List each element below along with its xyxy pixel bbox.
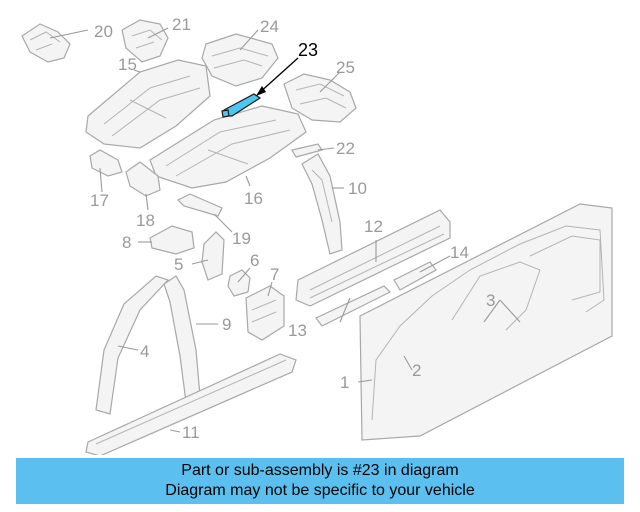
callout-12: 12 <box>364 217 383 236</box>
part-25 <box>283 73 357 123</box>
callout-21: 21 <box>172 15 191 34</box>
leader-23 <box>256 57 299 96</box>
callout-11: 11 <box>182 423 200 442</box>
banner-line-2: Diagram may not be specific to your vehi… <box>165 482 475 499</box>
callout-20: 20 <box>94 22 113 41</box>
callout-14: 14 <box>450 243 469 262</box>
callout-13: 13 <box>288 321 307 340</box>
callout-1: 1 <box>340 373 349 392</box>
callout-15: 15 <box>118 55 137 74</box>
callout-18: 18 <box>136 211 155 230</box>
callout-19: 19 <box>232 229 251 248</box>
part-13 <box>315 285 392 327</box>
callout-4: 4 <box>140 342 149 361</box>
part-18 <box>125 161 161 197</box>
part-16 <box>149 105 307 189</box>
callout-7: 7 <box>270 265 279 284</box>
parts-diagram: 20 21 24 23 15 25 22 17 16 10 18 12 19 8… <box>21 15 613 455</box>
callout-5: 5 <box>174 255 183 274</box>
part-6 <box>227 269 251 297</box>
callout-8: 8 <box>122 233 131 252</box>
part-4 <box>95 275 170 415</box>
part-12 <box>295 209 451 307</box>
part-20 <box>21 23 71 63</box>
part-21 <box>121 19 169 63</box>
part-1-panel <box>359 203 613 441</box>
part-8 <box>149 225 195 255</box>
part-10 <box>301 153 343 255</box>
part-15 <box>85 59 211 149</box>
callout-24: 24 <box>260 17 279 36</box>
callout-9: 9 <box>222 315 231 334</box>
part-17 <box>89 149 123 177</box>
callout-23[interactable]: 23 <box>298 40 318 60</box>
callout-2: 2 <box>412 361 421 380</box>
part-5 <box>201 231 225 281</box>
part-7 <box>245 285 285 341</box>
part-24 <box>201 33 279 87</box>
part-9 <box>163 275 201 403</box>
leader-lines <box>49 27 521 433</box>
callout-10: 10 <box>348 179 367 198</box>
callout-25: 25 <box>336 58 355 77</box>
callout-22: 22 <box>336 139 355 158</box>
callout-17: 17 <box>90 191 109 210</box>
banner-line-1: Part or sub-assembly is #23 in diagram <box>181 462 459 479</box>
info-banner: Part or sub-assembly is #23 in diagram D… <box>16 458 624 504</box>
part-19 <box>176 193 223 217</box>
callout-3: 3 <box>486 291 495 310</box>
callout-6: 6 <box>250 251 259 270</box>
part-11 <box>85 353 297 455</box>
part-23-highlighted[interactable] <box>221 93 262 118</box>
callout-16: 16 <box>244 189 263 208</box>
